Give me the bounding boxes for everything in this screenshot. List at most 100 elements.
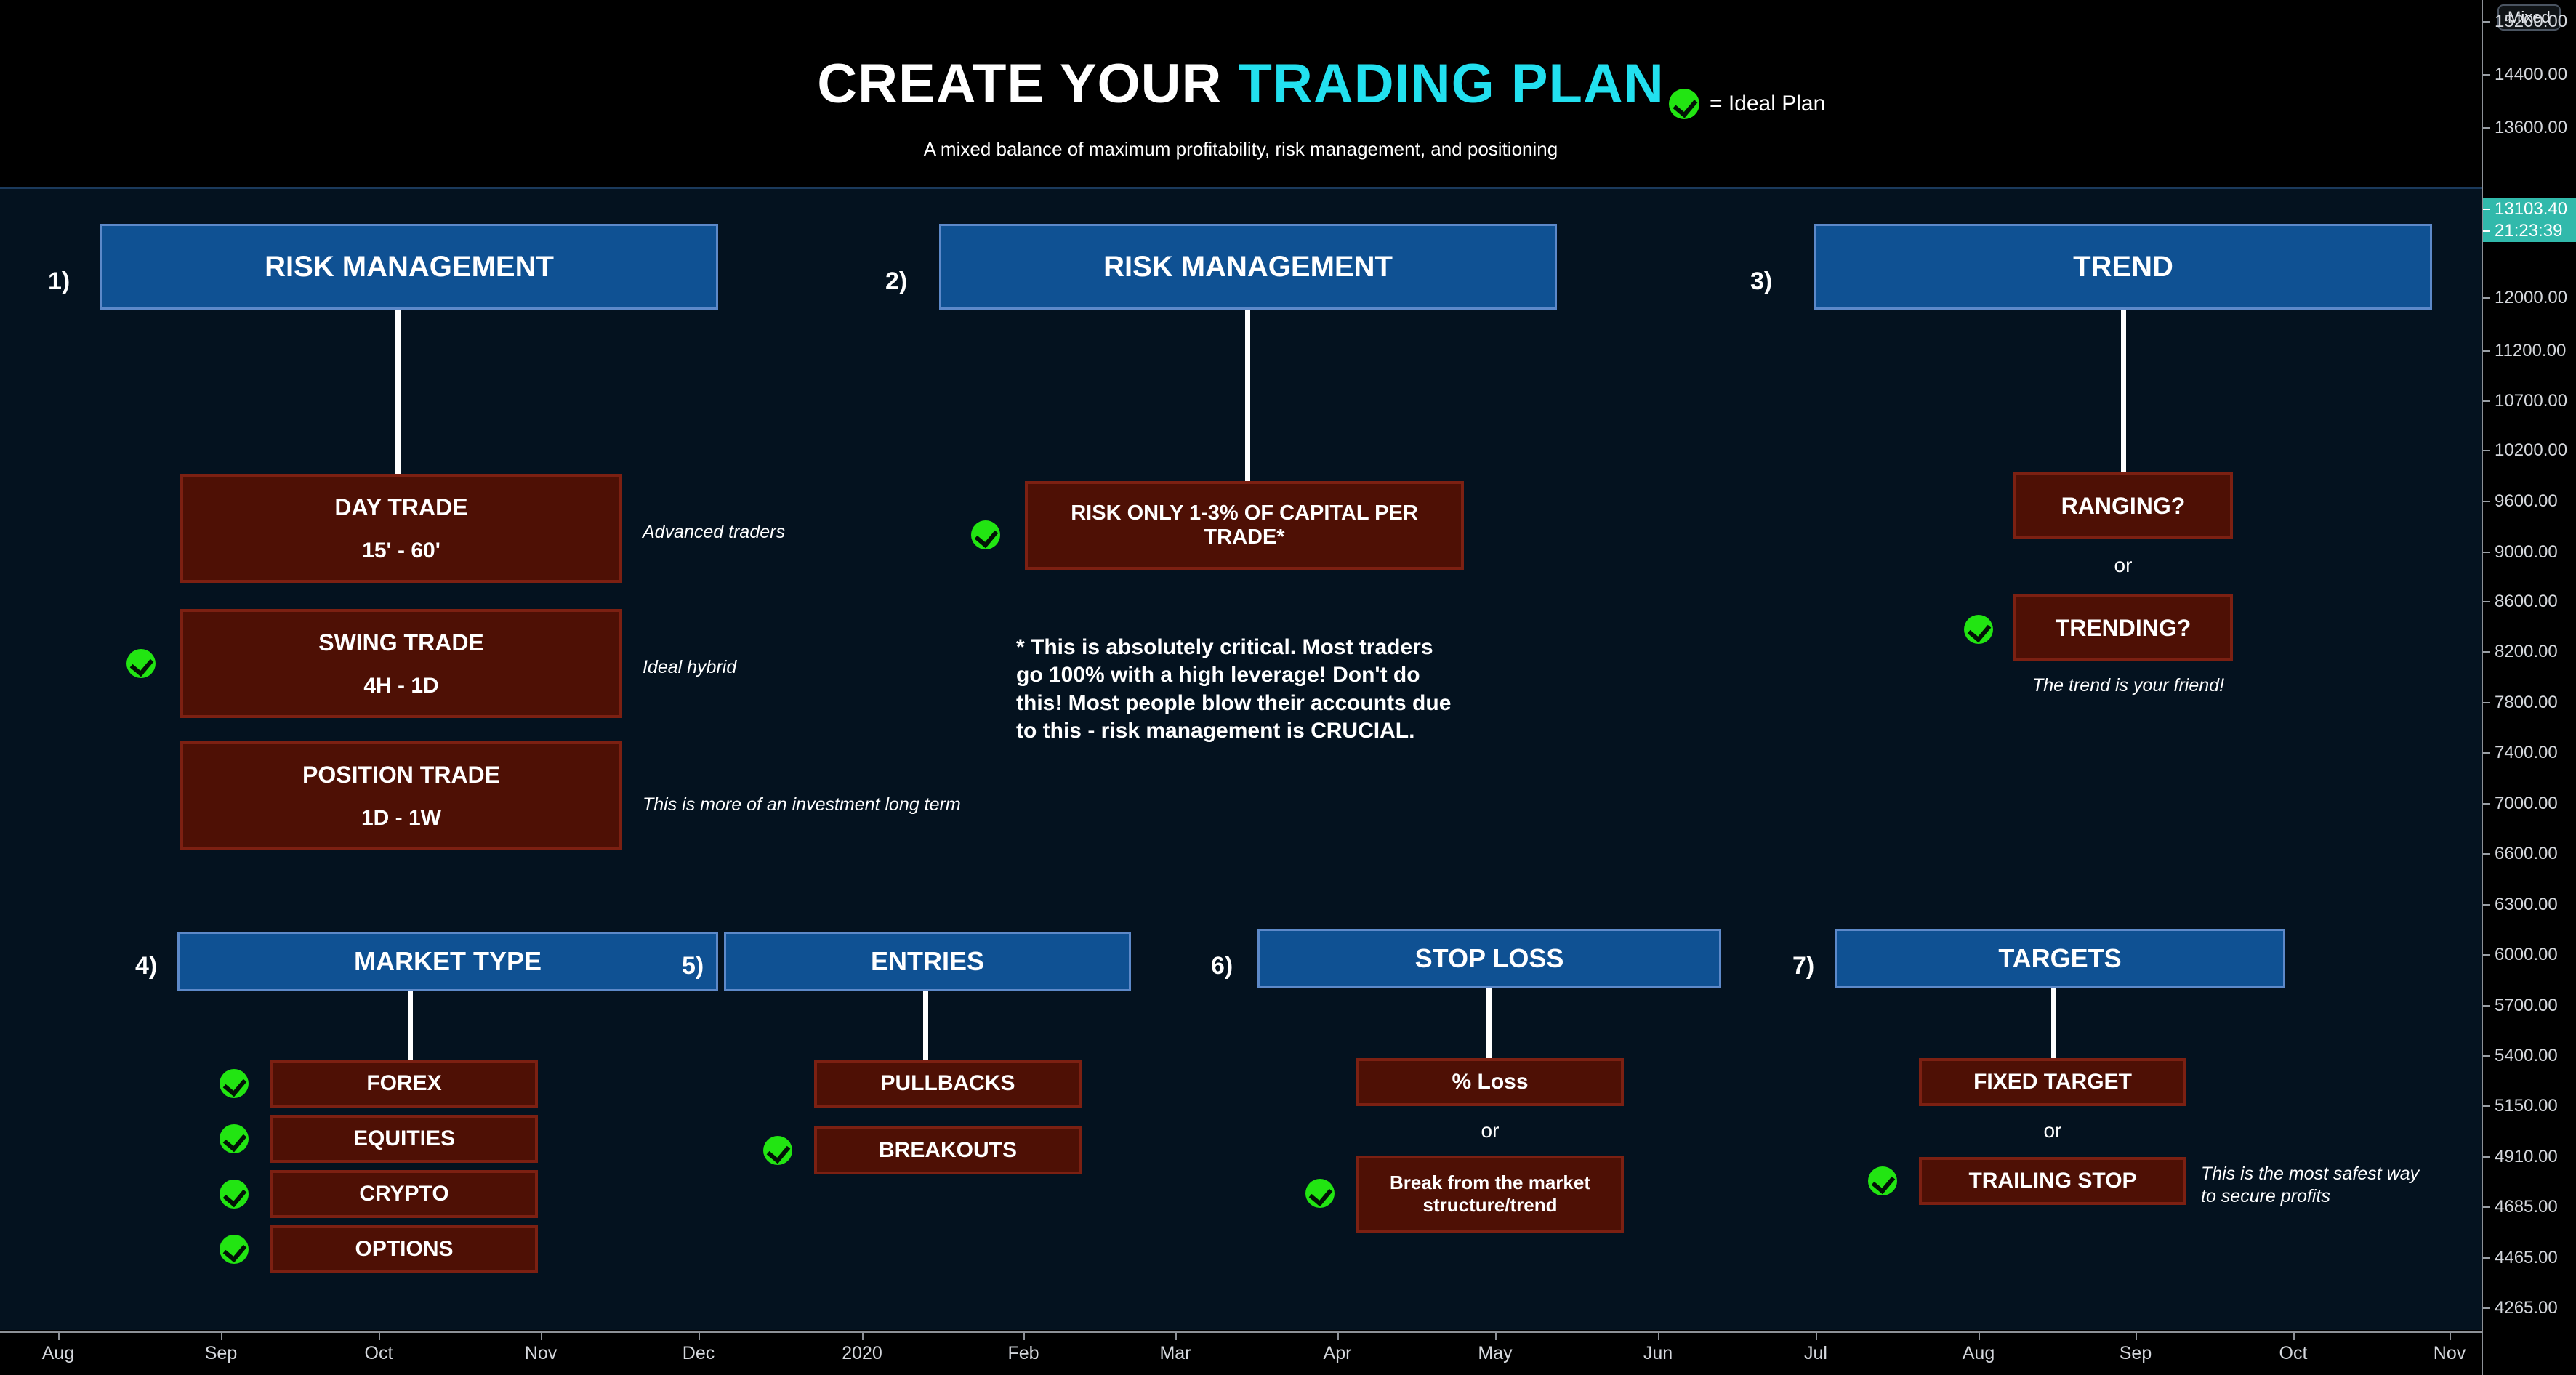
price-axis-tick: 12000.00 bbox=[2483, 287, 2576, 309]
option-box-break-market-structure[interactable]: Break from the market structure/trend bbox=[1356, 1156, 1624, 1233]
price-axis-tick: 13600.00 bbox=[2483, 117, 2576, 139]
tick-mark bbox=[221, 1333, 222, 1340]
tick-label: 4265.00 bbox=[2495, 1298, 2558, 1318]
section-header-targets[interactable]: TARGETS bbox=[1835, 929, 2285, 988]
time-axis-tick-label: Nov bbox=[524, 1343, 558, 1363]
tick-mark bbox=[1658, 1333, 1659, 1340]
page-title: CREATE YOUR TRADING PLAN bbox=[0, 52, 2482, 116]
option-box-options[interactable]: OPTIONS bbox=[270, 1225, 538, 1273]
price-axis-tick: 4465.00 bbox=[2483, 1247, 2576, 1269]
price-axis-tick: 6000.00 bbox=[2483, 944, 2576, 966]
option-box-position-trade[interactable]: POSITION TRADE 1D - 1W bbox=[180, 741, 622, 850]
countdown-label: 21:23:39 bbox=[2495, 221, 2563, 241]
tick-mark bbox=[2483, 702, 2490, 703]
tick-mark bbox=[862, 1333, 864, 1340]
option-title: BREAKOUTS bbox=[878, 1138, 1017, 1162]
tick-label: 12000.00 bbox=[2495, 288, 2568, 307]
step-number-5: 5) bbox=[682, 952, 704, 980]
tick-mark bbox=[1816, 1333, 1817, 1340]
note-trending: The trend is your friend! bbox=[2032, 675, 2225, 695]
section-header-trend[interactable]: TREND bbox=[1814, 224, 2432, 310]
option-title: FOREX bbox=[366, 1071, 442, 1095]
tick-label: 7400.00 bbox=[2495, 743, 2558, 762]
tick-mark bbox=[1337, 1333, 1339, 1340]
legend-label: = Ideal Plan bbox=[1710, 92, 1826, 116]
price-axis-tick: 10200.00 bbox=[2483, 440, 2576, 461]
option-box-breakouts[interactable]: BREAKOUTS bbox=[814, 1126, 1082, 1174]
check-circle-icon-forex bbox=[220, 1069, 249, 1098]
tick-mark bbox=[2483, 1206, 2490, 1208]
check-circle-icon-breakouts bbox=[763, 1136, 792, 1165]
tick-mark bbox=[2483, 954, 2490, 956]
section-header-risk-management-2[interactable]: RISK MANAGEMENT bbox=[939, 224, 1557, 310]
price-axis-tick: 11200.00 bbox=[2483, 340, 2576, 362]
option-box-risk-per-trade[interactable]: RISK ONLY 1-3% OF CAPITAL PER TRADE* bbox=[1025, 481, 1464, 570]
step-number-4: 4) bbox=[135, 952, 158, 980]
price-axis-tick: 5700.00 bbox=[2483, 995, 2576, 1017]
step-number-7: 7) bbox=[1792, 952, 1815, 980]
connector-line bbox=[395, 310, 401, 477]
option-box-pullbacks[interactable]: PULLBACKS bbox=[814, 1060, 1082, 1108]
tick-label: 4910.00 bbox=[2495, 1147, 2558, 1166]
tick-label: 5700.00 bbox=[2495, 996, 2558, 1015]
tick-mark bbox=[379, 1333, 380, 1340]
section-header-market-type[interactable]: MARKET TYPE bbox=[177, 932, 718, 991]
section-header-stop-loss[interactable]: STOP LOSS bbox=[1257, 929, 1721, 988]
tick-label: 8600.00 bbox=[2495, 592, 2558, 611]
check-circle-icon-crypto bbox=[220, 1180, 249, 1209]
symbol-badge[interactable]: Mixed bbox=[2497, 4, 2561, 31]
tick-label: 8200.00 bbox=[2495, 642, 2558, 661]
time-axis-tick-label: Aug bbox=[1962, 1343, 1995, 1363]
time-axis-tick-label: Oct bbox=[2279, 1343, 2308, 1363]
time-axis-tick-label: Jun bbox=[1643, 1343, 1673, 1363]
option-box-crypto[interactable]: CRYPTO bbox=[270, 1170, 538, 1218]
tick-mark bbox=[2483, 209, 2490, 210]
option-box-percent-loss[interactable]: % Loss bbox=[1356, 1058, 1624, 1106]
option-box-day-trade[interactable]: DAY TRADE 15' - 60' bbox=[180, 474, 622, 583]
tick-mark bbox=[2483, 400, 2490, 402]
risk-footnote: * This is absolutely critical. Most trad… bbox=[1016, 635, 1452, 743]
tick-mark bbox=[1175, 1333, 1177, 1340]
section-header-risk-management-1[interactable]: RISK MANAGEMENT bbox=[100, 224, 718, 310]
option-box-trending[interactable]: TRENDING? bbox=[2013, 594, 2233, 661]
tick-label: 5400.00 bbox=[2495, 1046, 2558, 1065]
or-label-targets: or bbox=[2043, 1119, 2062, 1142]
option-box-swing-trade[interactable]: SWING TRADE 4H - 1D bbox=[180, 609, 622, 718]
tick-label: 10700.00 bbox=[2495, 391, 2568, 411]
section-header-entries[interactable]: ENTRIES bbox=[724, 932, 1131, 991]
option-title: RISK ONLY 1-3% OF CAPITAL PER TRADE* bbox=[1071, 501, 1418, 549]
tick-label: 9600.00 bbox=[2495, 491, 2558, 511]
option-box-ranging[interactable]: RANGING? bbox=[2013, 472, 2233, 539]
tick-mark bbox=[2483, 552, 2490, 553]
tick-mark bbox=[2483, 1156, 2490, 1158]
time-axis-tick-label: Apr bbox=[1323, 1343, 1352, 1363]
page-title-plain: CREATE YOUR bbox=[817, 53, 1239, 115]
time-axis-tick-label: Oct bbox=[364, 1343, 393, 1363]
option-title: DAY TRADE bbox=[334, 493, 468, 520]
or-label-stop-loss: or bbox=[1481, 1119, 1500, 1142]
tick-label: 5150.00 bbox=[2495, 1096, 2558, 1116]
option-box-fixed-target[interactable]: FIXED TARGET bbox=[1919, 1058, 2186, 1106]
tick-mark bbox=[2483, 1307, 2490, 1309]
option-box-equities[interactable]: EQUITIES bbox=[270, 1115, 538, 1163]
price-axis-tick: 15200.00 bbox=[2483, 11, 2576, 33]
option-title: FIXED TARGET bbox=[1973, 1070, 2132, 1094]
note-day-trade: Advanced traders bbox=[643, 522, 785, 542]
page-title-accent: TRADING PLAN bbox=[1238, 53, 1665, 115]
option-title: % Loss bbox=[1452, 1070, 1529, 1094]
price-axis-tick: 9600.00 bbox=[2483, 491, 2576, 512]
option-box-forex[interactable]: FOREX bbox=[270, 1060, 538, 1108]
tick-mark bbox=[58, 1333, 60, 1340]
option-box-trailing-stop[interactable]: TRAILING STOP bbox=[1919, 1157, 2186, 1205]
tick-label: 7000.00 bbox=[2495, 794, 2558, 813]
time-axis-tick-label: Sep bbox=[204, 1343, 238, 1363]
option-title: TRAILING STOP bbox=[1968, 1169, 2137, 1193]
time-axis-tick-label: Sep bbox=[2119, 1343, 2152, 1363]
tick-mark bbox=[1023, 1333, 1025, 1340]
tick-mark bbox=[2483, 450, 2490, 451]
option-title: PULLBACKS bbox=[880, 1071, 1015, 1095]
tick-mark bbox=[2483, 904, 2490, 906]
tick-label: 7800.00 bbox=[2495, 693, 2558, 712]
